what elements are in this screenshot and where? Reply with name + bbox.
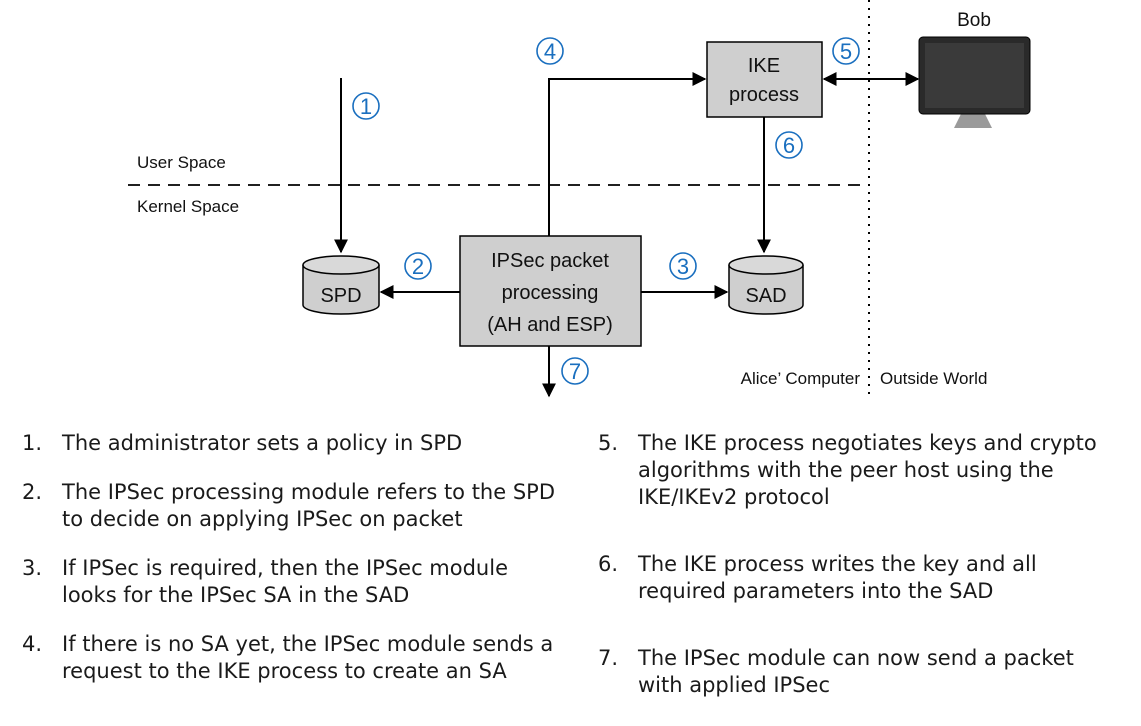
step-text: The IKE process negotiates keys and cryp… (638, 431, 1097, 509)
bob-monitor-icon (918, 36, 1031, 128)
step-item-2: 2. The IPSec processing module refers to… (22, 479, 562, 533)
steps-list-left: 1. The administrator sets a policy in SP… (22, 430, 562, 685)
svg-text:3: 3 (677, 254, 689, 279)
step-number: 1. (22, 431, 43, 455)
step-marker-2: 2 (404, 252, 432, 280)
svg-text:processing: processing (502, 282, 599, 304)
svg-text:5: 5 (840, 39, 852, 64)
svg-text:SPD: SPD (320, 285, 361, 307)
step-item-6: 6. The IKE process writes the key and al… (598, 551, 1118, 605)
svg-text:4: 4 (544, 39, 556, 64)
spd-database: SPD (302, 255, 380, 315)
svg-text:(AH and ESP): (AH and ESP) (487, 314, 613, 336)
step-text: The IPSec module can now send a packet w… (638, 646, 1074, 697)
step-text: The IPSec processing module refers to th… (62, 480, 555, 531)
step-marker-7: 7 (561, 357, 589, 385)
step-marker-5: 5 (832, 37, 860, 65)
ipsec-processing-box: IPSec packet processing (AH and ESP) (459, 235, 642, 347)
step-number: 2. (22, 480, 43, 504)
outside-world-label: Outside World (880, 369, 987, 388)
step-number: 4. (22, 632, 43, 656)
step-item-4: 4. If there is no SA yet, the IPSec modu… (22, 631, 562, 685)
step-number: 7. (598, 646, 619, 670)
svg-text:7: 7 (569, 359, 581, 384)
step-number: 3. (22, 556, 43, 580)
svg-text:SAD: SAD (745, 285, 786, 307)
svg-text:IKE: IKE (748, 55, 780, 77)
arrow-ipsec-to-ike (548, 72, 707, 236)
step-text: The IKE process writes the key and all r… (638, 552, 1037, 603)
step-item-3: 3. If IPSec is required, then the IPSec … (22, 555, 562, 609)
bob-label: Bob (957, 10, 991, 31)
step-number: 5. (598, 431, 619, 455)
ipsec-architecture-diagram: User Space Kernel Space Alice’ Computer … (128, 0, 1031, 400)
step-number: 6. (598, 552, 619, 576)
svg-text:1: 1 (360, 94, 372, 119)
step-marker-1: 1 (352, 92, 380, 120)
kernel-space-label: Kernel Space (137, 197, 239, 216)
step-marker-6: 6 (775, 131, 803, 159)
ike-process-box: IKE process (706, 41, 823, 118)
step-item-5: 5. The IKE process negotiates keys and c… (598, 430, 1118, 511)
step-text: If there is no SA yet, the IPSec module … (62, 632, 554, 683)
user-space-label: User Space (137, 153, 226, 172)
svg-text:2: 2 (412, 254, 424, 279)
alice-computer-label: Alice’ Computer (741, 369, 861, 388)
svg-text:process: process (729, 84, 799, 106)
step-text: If IPSec is required, then the IPSec mod… (62, 556, 508, 607)
step-marker-3: 3 (669, 252, 697, 280)
steps-list-right: 5. The IKE process negotiates keys and c… (598, 430, 1118, 699)
step-item-7: 7. The IPSec module can now send a packe… (598, 645, 1118, 699)
step-marker-4: 4 (536, 37, 564, 65)
step-item-1: 1. The administrator sets a policy in SP… (22, 430, 562, 457)
sad-database: SAD (728, 255, 804, 315)
svg-text:6: 6 (783, 133, 795, 158)
step-text: The administrator sets a policy in SPD (62, 431, 463, 455)
svg-text:IPSec packet: IPSec packet (491, 250, 609, 272)
